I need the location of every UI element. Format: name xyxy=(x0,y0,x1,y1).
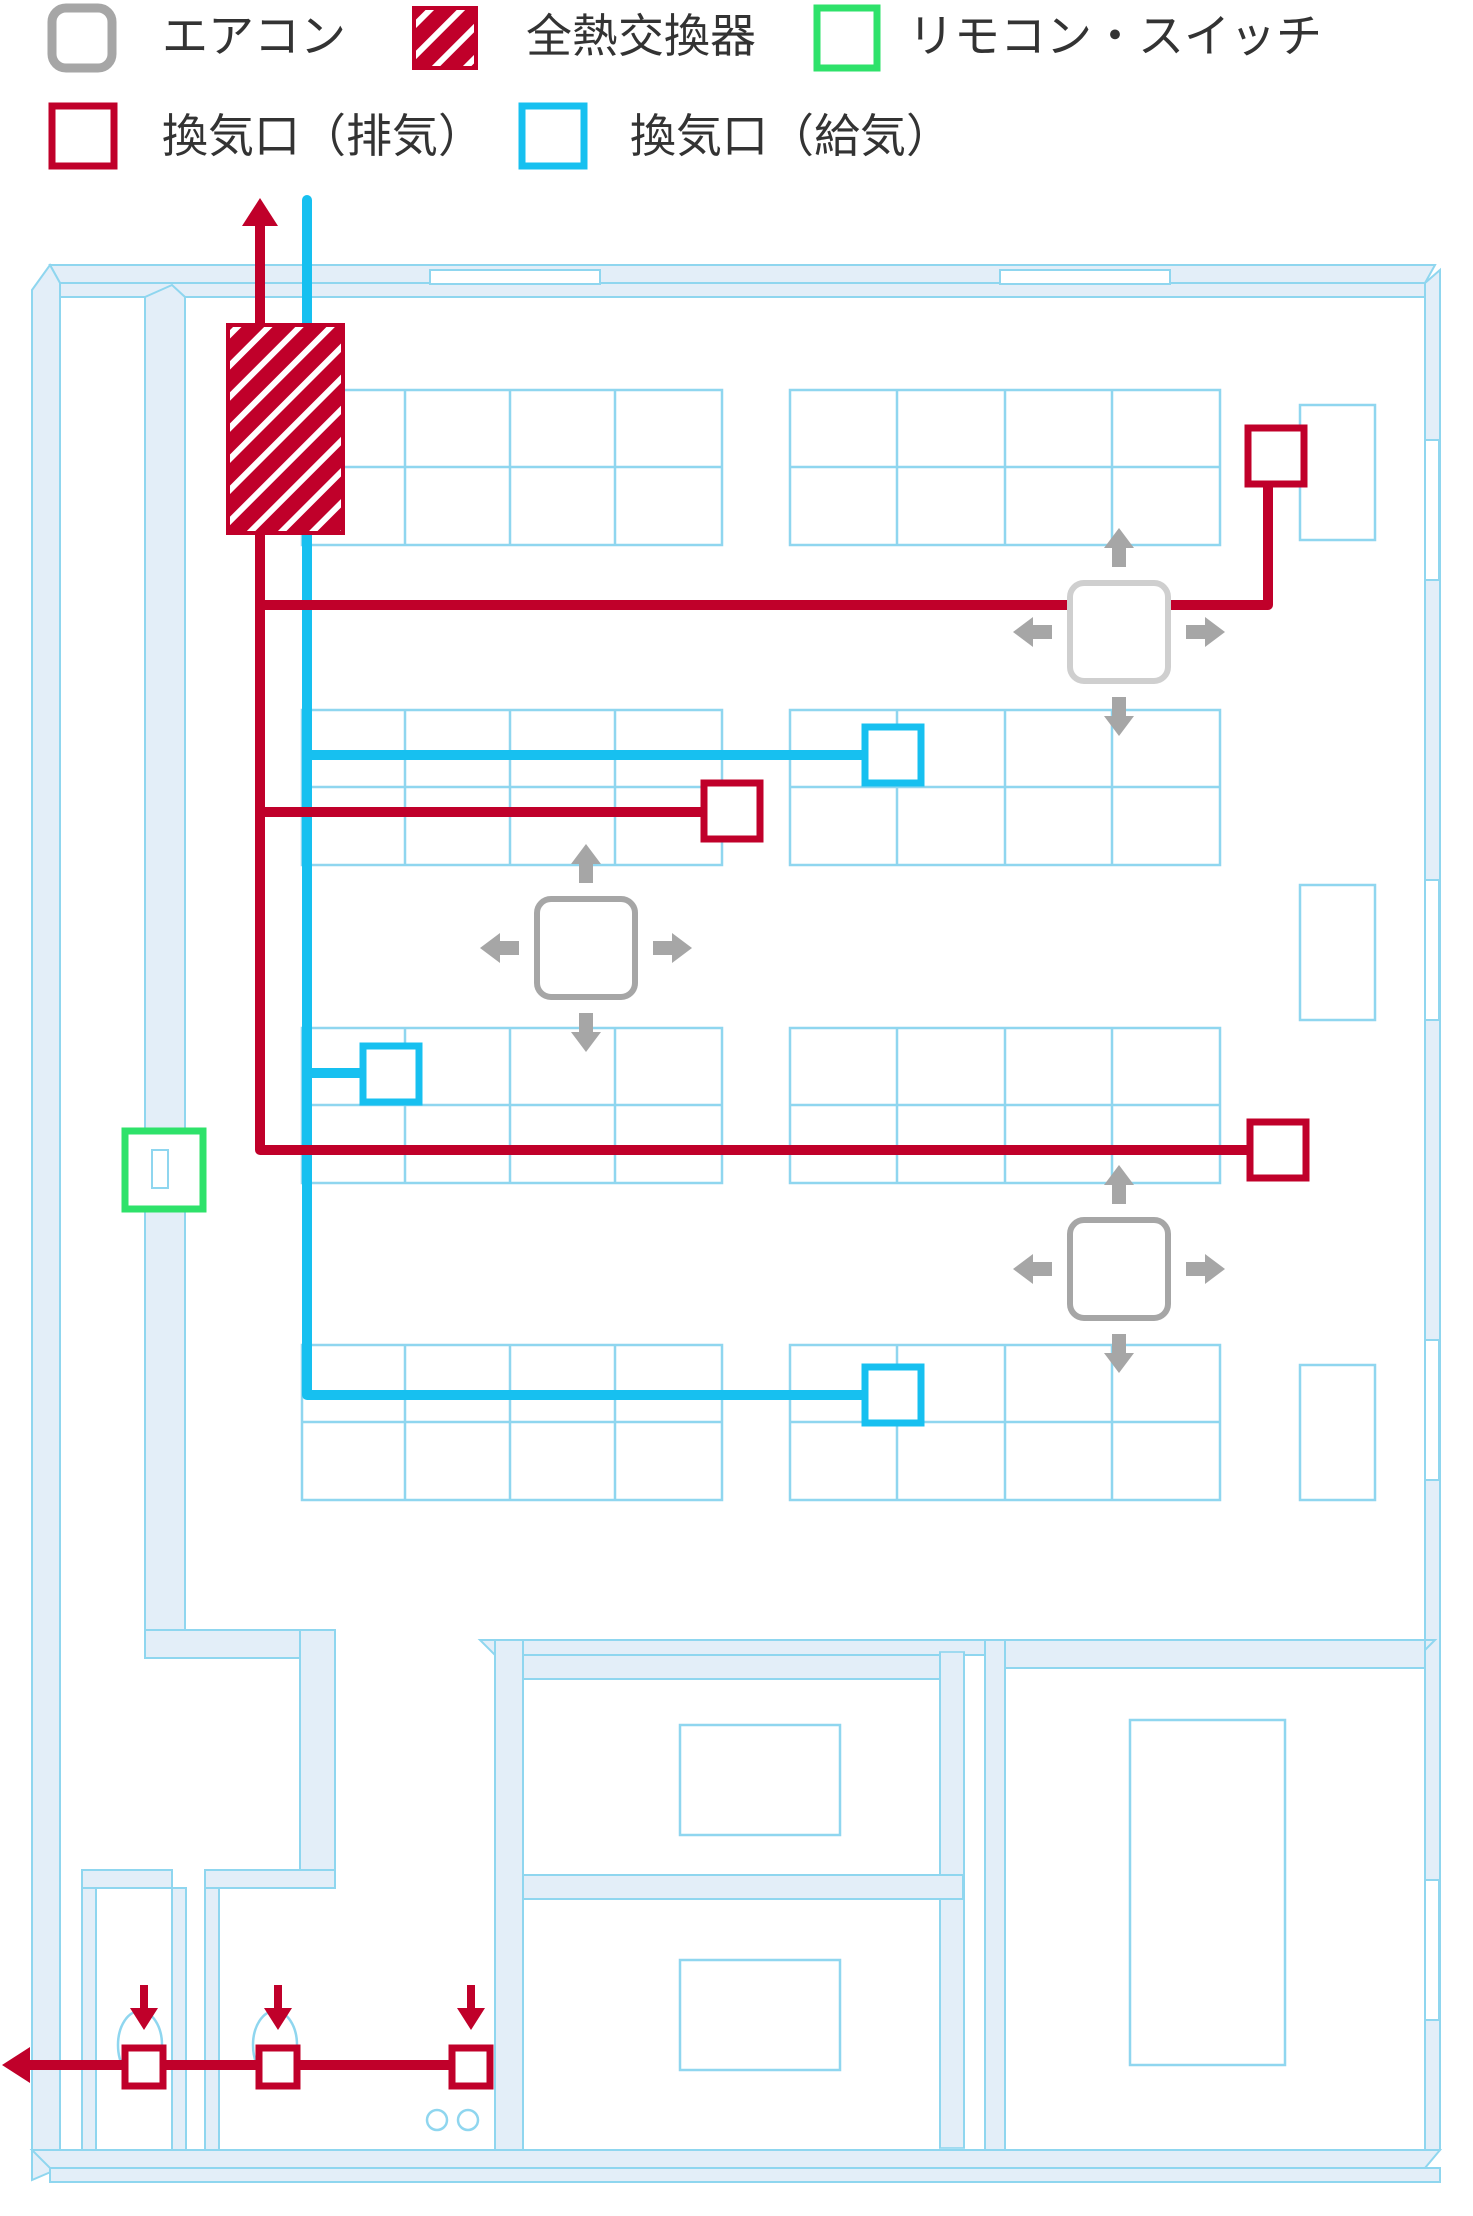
arrow-icon xyxy=(457,2008,485,2030)
desk-clusters xyxy=(116,388,1377,2132)
side-desk xyxy=(1298,1363,1377,1502)
meeting-table xyxy=(678,1958,842,2072)
hatched-box-icon xyxy=(412,6,478,70)
aircon xyxy=(480,844,692,1052)
side-desk xyxy=(1298,403,1377,542)
supply-vent-icon xyxy=(518,102,588,170)
exhaust-vent xyxy=(1246,1118,1310,1182)
supply-vent xyxy=(861,723,925,787)
arrow-icon xyxy=(264,2008,292,2030)
legend: エアコン 全熱交換器 リモコン・スイッチ 換気口（排気） 換気口（給気） xyxy=(47,3,1322,170)
legend-supply-vent: 換気口（給気） xyxy=(518,102,952,170)
legend-label-supply-vent: 換気口（給気） xyxy=(630,109,952,163)
exhaust-vent-icon xyxy=(48,102,118,170)
rounded-square-icon xyxy=(47,3,117,73)
supply-vent xyxy=(861,1363,925,1427)
meeting-table xyxy=(1128,1718,1287,2067)
exhaust-out-arrow xyxy=(242,198,278,226)
switch-box-icon xyxy=(813,4,881,72)
aircon xyxy=(1013,1165,1225,1373)
exhaust-out-arrow xyxy=(2,2047,30,2083)
legend-remote-switch: リモコン・スイッチ xyxy=(813,4,1322,72)
building-walls xyxy=(29,263,1443,2183)
legend-heat-exchanger: 全熱交換器 xyxy=(412,6,756,70)
exhaust-duct xyxy=(20,217,1273,2070)
supply-vent xyxy=(359,1042,423,1106)
legend-exhaust-vent: 換気口（排気） xyxy=(48,102,484,170)
supply-vents xyxy=(359,723,925,1427)
meeting-table xyxy=(678,1723,842,1837)
exhaust-vent xyxy=(448,2044,494,2090)
legend-label-aircon: エアコン xyxy=(162,9,346,63)
legend-label-heat-exchanger: 全熱交換器 xyxy=(526,9,756,63)
sink xyxy=(425,2108,449,2132)
exhaust-vents xyxy=(121,424,1310,2090)
exhaust-vent xyxy=(1244,424,1308,488)
legend-label-remote-switch: リモコン・スイッチ xyxy=(908,9,1322,63)
exhaust-vent xyxy=(121,2044,167,2090)
exhaust-intake-arrows xyxy=(130,1985,485,2030)
heat-exchanger xyxy=(226,323,345,535)
sink xyxy=(456,2108,480,2132)
exhaust-vent xyxy=(255,2044,301,2090)
legend-aircon: エアコン xyxy=(47,3,346,73)
remote-switch xyxy=(121,1127,207,1213)
aircon-units xyxy=(480,528,1225,1373)
legend-label-exhaust-vent: 換気口（排気） xyxy=(162,109,484,163)
arrow-icon xyxy=(130,2008,158,2030)
exhaust-vent xyxy=(700,779,764,843)
switch-panel-icon xyxy=(151,1149,169,1189)
side-desk xyxy=(1298,883,1377,1022)
aircon xyxy=(1013,528,1225,736)
